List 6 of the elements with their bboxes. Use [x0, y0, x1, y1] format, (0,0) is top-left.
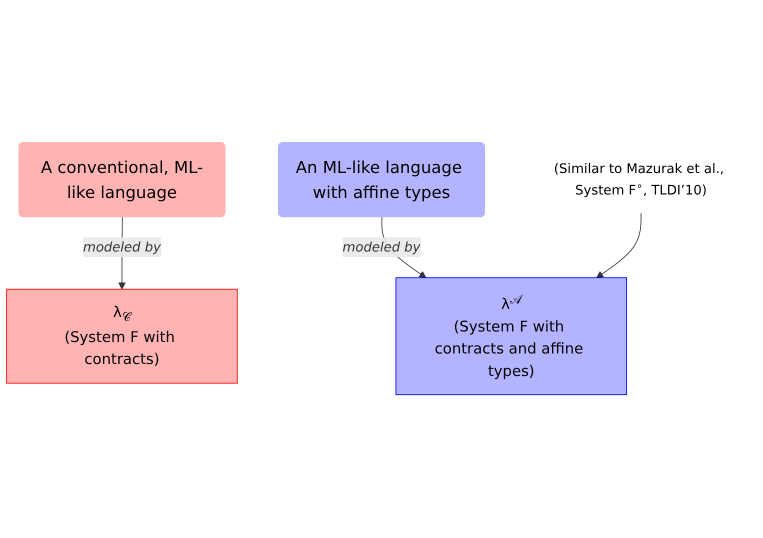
- node-box: λ$^{𝒜}$ (System F with contracts and affine types): [396, 278, 628, 396]
- node-box: λ$_{𝒞}$ (System F with contracts): [6, 289, 238, 384]
- node-text: (Similar to Mazurak et al., System F$^{∘}$, TLDI’10): [554, 160, 724, 198]
- arrow: [596, 212, 642, 278]
- edge-label: modeled by: [342, 239, 420, 255]
- edge-label: modeled by: [83, 239, 161, 255]
